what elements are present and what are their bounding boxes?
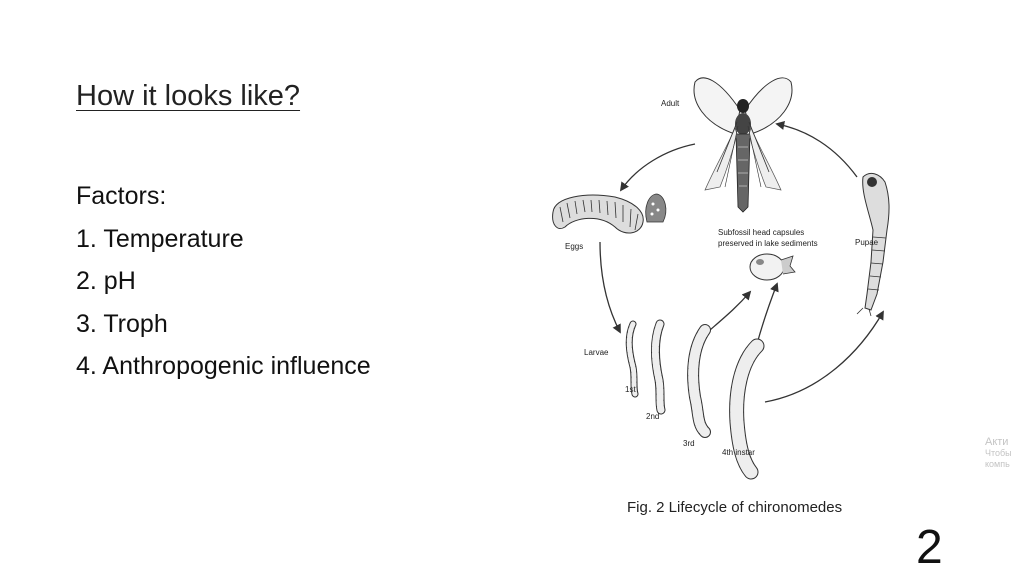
- egg-mass-icon: [552, 193, 667, 234]
- label-larvae: Larvae: [584, 348, 609, 357]
- larva-3rd-icon: [687, 324, 711, 438]
- label-adult: Adult: [661, 99, 680, 108]
- arrow-eggs-to-larvae: [599, 241, 621, 334]
- label-eggs: Eggs: [565, 242, 583, 251]
- lifecycle-figure: Adult Eggs Pupae Subfossil head capsules…: [552, 77, 890, 480]
- arrow-4th-to-capsule: [756, 282, 779, 345]
- watermark-line: компь: [985, 459, 1010, 469]
- label-pupae: Pupae: [855, 238, 879, 247]
- factor-item: 3. Troph: [76, 309, 168, 338]
- label-instar-4: 4th instar: [722, 448, 755, 457]
- factor-item: 4. Anthropogenic influence: [76, 352, 371, 380]
- slide-heading: How it looks like?: [76, 80, 301, 112]
- figure-caption: Fig. 2 Lifecycle of chironomedes: [627, 499, 843, 516]
- arrow-3rd-to-capsule: [709, 290, 752, 331]
- watermark-line: Чтобы: [985, 448, 1012, 458]
- factors-list: Factors: 1. Temperature 2. pH 3. Troph 4…: [76, 175, 371, 388]
- larva-4th-icon: [729, 338, 765, 480]
- head-capsule-icon: [749, 253, 796, 281]
- label-instar-2: 2nd: [646, 412, 659, 421]
- watermark-line: Акти: [985, 436, 1009, 448]
- adult-midge-icon: [693, 77, 793, 213]
- factor-item: 1. Temperature: [76, 224, 244, 253]
- arrow-pupae-to-adult: [775, 120, 858, 178]
- page-number: 2: [916, 521, 943, 574]
- label-instar-1: 1st: [625, 385, 636, 394]
- arrow-adult-to-eggs: [619, 143, 696, 192]
- label-instar-3: 3rd: [683, 439, 695, 448]
- factors-title: Factors:: [76, 182, 167, 210]
- activation-watermark: Акти Чтобы компь: [985, 437, 1012, 470]
- pupa-icon: [856, 172, 890, 317]
- larva-2nd-icon: [650, 319, 666, 415]
- label-subfossil-1: Subfossil head capsules: [718, 228, 804, 237]
- larva-1st-icon: [625, 320, 639, 398]
- arrow-larvae-to-pupae: [764, 310, 884, 403]
- label-subfossil-2: preserved in lake sediments: [718, 239, 818, 248]
- factor-item: 2. pH: [76, 267, 136, 295]
